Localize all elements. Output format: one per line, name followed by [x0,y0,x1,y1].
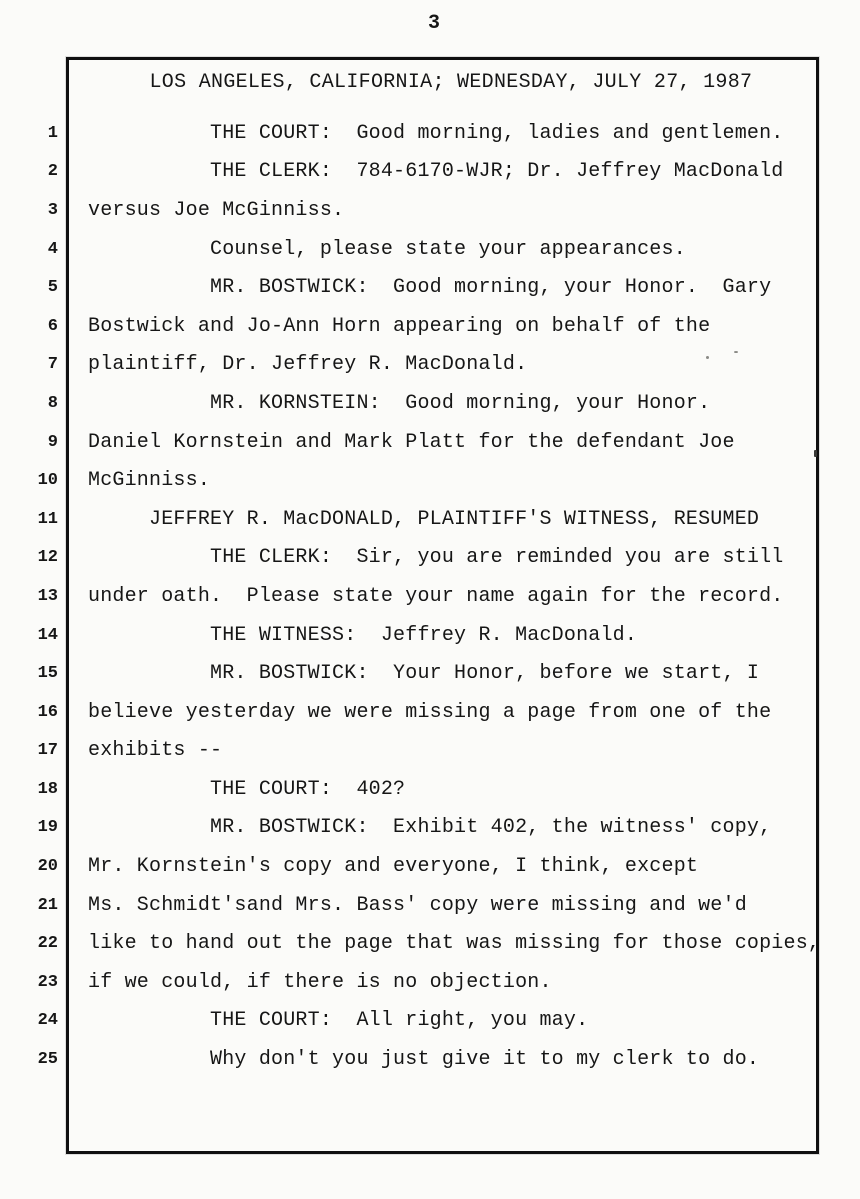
session-header: LOS ANGELES, CALIFORNIA; WEDNESDAY, JULY… [88,71,753,94]
line-text: THE WITNESS: Jeffrey R. MacDonald. [88,623,638,647]
line-number: 25 [37,1050,58,1070]
line-text: THE COURT: Good morning, ladies and gent… [88,121,784,145]
page-number: 3 [427,12,441,35]
line-number: 13 [37,586,58,606]
line-text: Why don't you just give it to my clerk t… [88,1048,760,1072]
scan-speck [706,356,709,359]
line-text: Counsel, please state your appearances. [88,237,686,261]
line-number: 17 [37,741,58,761]
transcript-line: 20 Mr. Kornstein's copy and everyone, I t… [30,847,830,886]
transcript-line: 5 MR. BOSTWICK: Good morning, your Honor… [30,268,830,307]
line-number: 3 [47,200,58,220]
transcript-line: 18 THE COURT: 402? [30,770,830,809]
line-number: 16 [37,702,58,722]
transcript-line: 16 believe yesterday we were missing a pa… [30,693,830,732]
line-number: 22 [37,934,58,954]
line-text: MR. BOSTWICK: Exhibit 402, the witness' … [88,816,772,840]
line-text: THE COURT: 402? [88,777,406,801]
transcript-border-box [66,57,819,1154]
line-number: 15 [37,664,58,684]
transcript-line: 4 Counsel, please state your appearances… [30,230,830,269]
scan-speck [734,351,738,353]
transcript-lines: 1 THE COURT: Good morning, ladies and ge… [30,114,830,1079]
line-number: 21 [37,895,58,915]
line-number: 9 [47,432,58,452]
line-text: like to hand out the page that was missi… [88,932,821,956]
transcript-line: 19 MR. BOSTWICK: Exhibit 402, the witnes… [30,809,830,848]
transcript-line: 7 plaintiff, Dr. Jeffrey R. MacDonald. [30,346,830,385]
transcript-line: 21 Ms. Schmidt'sand Mrs. Bass' copy were … [30,886,830,925]
transcript-line: 14 THE WITNESS: Jeffrey R. MacDonald. [30,616,830,655]
line-text: exhibits -- [88,739,223,763]
line-text: MR. BOSTWICK: Good morning, your Honor. … [88,276,772,300]
transcript-line: 23 if we could, if there is no objection. [30,963,830,1002]
transcript-line: 22 like to hand out the page that was mis… [30,924,830,963]
line-text: believe yesterday we were missing a page… [88,700,772,724]
line-number: 14 [37,625,58,645]
line-number: 10 [37,471,58,491]
line-number: 12 [37,548,58,568]
transcript-line: 11 JEFFREY R. MacDONALD, PLAINTIFF'S WIT… [30,500,830,539]
transcript-line: 25 Why don't you just give it to my cler… [30,1040,830,1079]
line-number: 11 [37,509,58,529]
line-text: versus Joe McGinniss. [88,198,345,222]
line-text: THE CLERK: Sir, you are reminded you are… [88,546,784,570]
line-number: 23 [37,972,58,992]
line-number: 19 [37,818,58,838]
transcript-line: 24 THE COURT: All right, you may. [30,1002,830,1041]
transcript-line: 10 McGinniss. [30,461,830,500]
line-text: Mr. Kornstein's copy and everyone, I thi… [88,855,699,879]
line-number: 20 [37,857,58,877]
line-number: 1 [47,123,58,143]
line-text: plaintiff, Dr. Jeffrey R. MacDonald. [88,353,528,377]
transcript-line: 12 THE CLERK: Sir, you are reminded you … [30,539,830,578]
transcript-line: 17 exhibits -- [30,732,830,771]
transcript-line: 15 MR. BOSTWICK: Your Honor, before we s… [30,654,830,693]
line-text: under oath. Please state your name again… [88,584,784,608]
line-text: if we could, if there is no objection. [88,970,552,994]
line-text: MR. KORNSTEIN: Good morning, your Honor. [88,391,711,415]
line-number: 18 [37,779,58,799]
transcript-line: 1 THE COURT: Good morning, ladies and ge… [30,114,830,153]
line-number: 4 [47,239,58,259]
line-text: THE COURT: All right, you may. [88,1009,589,1033]
transcript-line: 6 Bostwick and Jo-Ann Horn appearing on b… [30,307,830,346]
line-number: 5 [47,278,58,298]
scan-speck [814,450,817,457]
transcript-line: 2 THE CLERK: 784-6170-WJR; Dr. Jeffrey M… [30,153,830,192]
line-number: 6 [47,316,58,336]
line-text: Daniel Kornstein and Mark Platt for the … [88,430,735,454]
line-text: THE CLERK: 784-6170-WJR; Dr. Jeffrey Mac… [88,160,784,184]
line-text: Bostwick and Jo-Ann Horn appearing on be… [88,314,711,338]
line-number: 7 [47,355,58,375]
line-text: JEFFREY R. MacDONALD, PLAINTIFF'S WITNES… [88,507,760,531]
line-text: McGinniss. [88,469,211,493]
line-number: 8 [47,393,58,413]
line-text: Ms. Schmidt'sand Mrs. Bass' copy were mi… [88,893,747,917]
line-text: MR. BOSTWICK: Your Honor, before we star… [88,662,760,686]
line-number: 2 [47,162,58,182]
transcript-line: 3 versus Joe McGinniss. [30,191,830,230]
transcript-line: 9 Daniel Kornstein and Mark Platt for the… [30,423,830,462]
transcript-line: 8 MR. KORNSTEIN: Good morning, your Hono… [30,384,830,423]
transcript-line: 13 under oath. Please state your name aga… [30,577,830,616]
line-number: 24 [37,1011,58,1031]
